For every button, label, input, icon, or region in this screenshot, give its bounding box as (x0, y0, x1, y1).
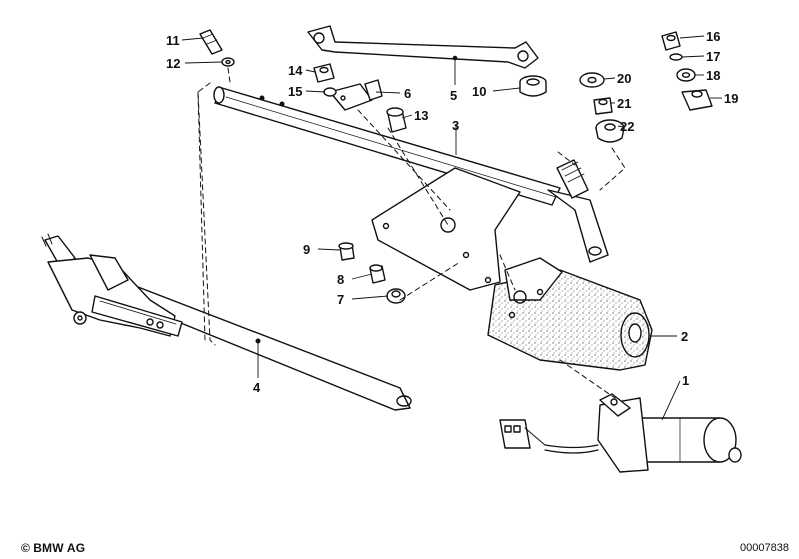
callout-3: 3 (452, 118, 459, 133)
hardware-part-13 (386, 107, 407, 133)
callout-14: 14 (288, 63, 303, 78)
copyright-mark: © (21, 541, 30, 555)
hardware-part-8 (369, 264, 386, 284)
part-5-link-bar (307, 25, 539, 69)
assembly-guide-lines (197, 67, 626, 399)
hardware-part-20 (579, 72, 605, 88)
part-3-wiper-frame (213, 86, 609, 291)
hardware-part-14 (313, 63, 335, 83)
callout-15: 15 (288, 84, 302, 99)
hardware-part-6 (329, 79, 383, 111)
callout-16: 16 (706, 29, 720, 44)
callout-18: 18 (706, 68, 720, 83)
hardware-part-15 (323, 87, 337, 97)
callout-19: 19 (724, 91, 738, 106)
callout-6: 6 (404, 86, 411, 101)
hardware-part-7 (386, 288, 406, 304)
callout-5: 5 (450, 88, 457, 103)
callout-9: 9 (303, 242, 310, 257)
callout-10: 10 (472, 84, 486, 99)
hardware-part-18 (676, 68, 696, 82)
callout-20: 20 (617, 71, 631, 86)
leader-lines (181, 35, 722, 421)
callout-2: 2 (681, 329, 688, 344)
hardware-part-21 (593, 97, 613, 115)
callout-13: 13 (414, 108, 428, 123)
callout-12: 12 (166, 56, 180, 71)
brand-name: BMW AG (33, 541, 86, 555)
hardware-part-19 (681, 89, 713, 111)
hardware-part-9 (338, 242, 355, 261)
hardware-part-22 (595, 119, 625, 143)
callout-21: 21 (617, 96, 631, 111)
part-4-wiper-linkage (41, 233, 412, 411)
callout-1: 1 (682, 373, 689, 388)
part-2-motor-cover (487, 257, 653, 371)
callout-17: 17 (706, 49, 720, 64)
callout-7: 7 (337, 292, 344, 307)
hardware-part-17 (669, 53, 683, 61)
hardware-part-16 (661, 31, 681, 51)
part-1-wiper-motor (499, 393, 742, 473)
part-10-bushing (519, 75, 547, 97)
hardware-part-11 (199, 29, 223, 55)
callout-22: 22 (620, 119, 634, 134)
callout-11: 11 (166, 33, 180, 48)
callout-8: 8 (337, 272, 344, 287)
hardware-part-12 (221, 57, 235, 67)
brand-copyright: © BMW AG (21, 541, 85, 555)
callout-labels: 1 2 3 4 5 6 7 8 9 10 11 12 13 14 15 16 1… (166, 29, 738, 395)
document-id: 00007838 (740, 542, 789, 554)
callout-4: 4 (253, 380, 261, 395)
